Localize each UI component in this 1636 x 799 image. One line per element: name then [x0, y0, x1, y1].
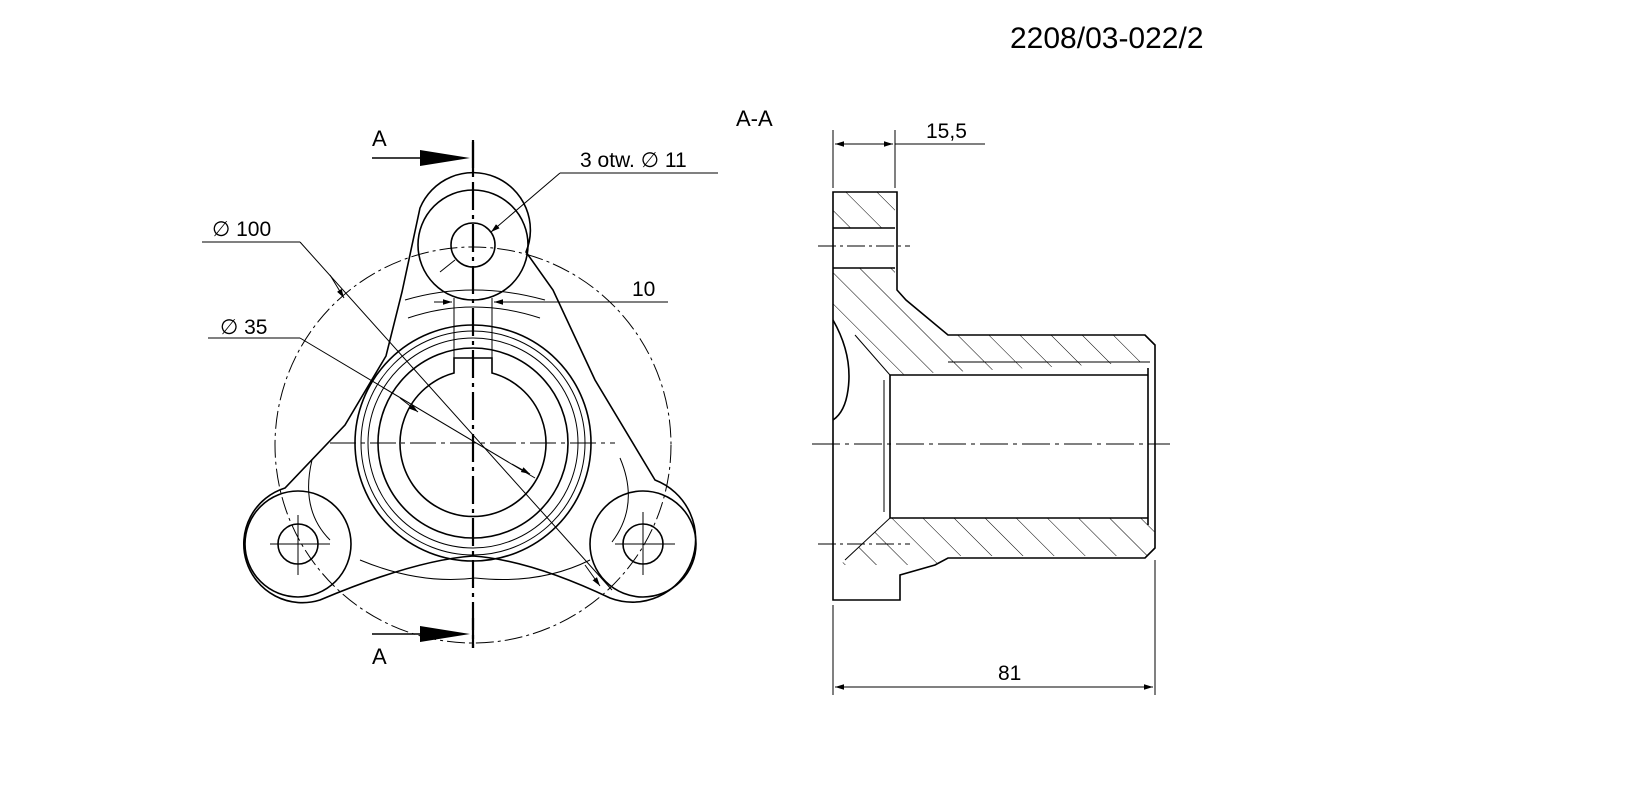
section-bore-cone-bottom: [844, 517, 891, 561]
lobe-right-outer: [589, 490, 697, 598]
section-hatch-upper: [833, 192, 895, 228]
flange-thickness-dimension: 15,5: [926, 120, 967, 143]
section-marker-top: A: [372, 126, 387, 151]
bolt-circle-dim-arrow-a: [329, 274, 345, 299]
front-view: A A 3 otw. ∅ 11 ∅ 100 ∅ 35 10: [202, 126, 718, 669]
section-hatch-lower: [840, 518, 1155, 565]
section-bore-cone-top: [854, 334, 891, 376]
flange-inner-contour-6: [474, 559, 591, 580]
drawing-number: 2208/03-022/2: [1010, 22, 1204, 55]
flange-inner-contour-2: [407, 306, 541, 319]
section-view-label: A-A: [736, 106, 773, 131]
flange-outline: [243, 171, 697, 604]
bore-dim-line: [299, 337, 536, 479]
keyway-dimension: 10: [632, 278, 655, 301]
section-marker-bottom: A: [372, 644, 387, 669]
bore-dim-arrow-b: [511, 463, 531, 475]
bore-dimension: ∅ 35: [220, 316, 268, 339]
bolt-circle-dim-arrow-b: [584, 564, 601, 587]
flange-inner-contour-5: [359, 559, 476, 580]
section-arrow-top-head: [420, 150, 470, 166]
section-flange-face: [832, 319, 850, 421]
bolt-circle-dim-line: [299, 241, 613, 591]
section-hatch-upper-2: [833, 268, 1155, 375]
bore-dim-arrow-a: [399, 397, 419, 413]
holes-dim-leader-2: [439, 259, 456, 273]
bore-with-keyway: [399, 357, 547, 518]
section-outline: [832, 191, 1156, 601]
total-length-dimension: 81: [998, 662, 1021, 685]
holes-dimension: 3 otw. ∅ 11: [580, 149, 687, 172]
section-arrow-bottom-head: [420, 626, 470, 642]
flange-inner-contour-4: [611, 457, 629, 543]
holes-dim-leader: [490, 172, 561, 233]
section-view: A-A 15,5: [736, 106, 1170, 695]
bolt-circle-dimension: ∅ 100: [212, 218, 271, 241]
flange-inner-contour-3: [308, 459, 331, 541]
lobe-left-outer: [244, 490, 352, 598]
flange-inner-contour: [404, 289, 546, 301]
